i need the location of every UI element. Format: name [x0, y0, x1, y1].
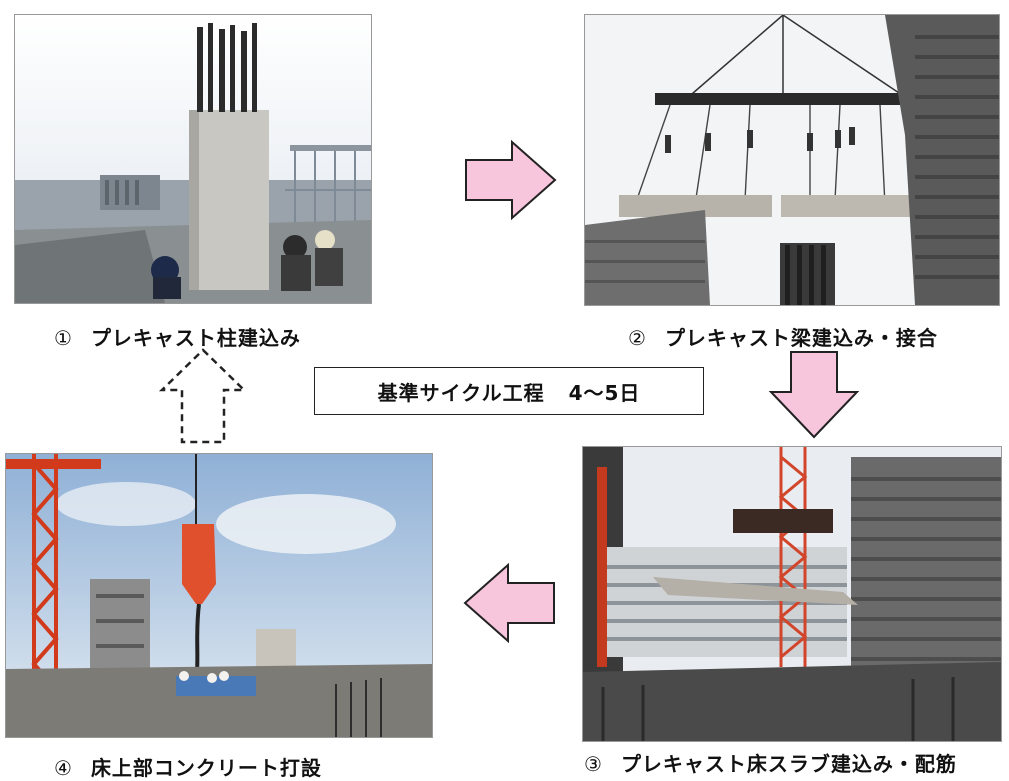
step-label: プレキャスト床スラブ建込み・配筋 [620, 752, 957, 776]
step-number: ② [628, 326, 647, 350]
arrow-up-dashed [158, 348, 248, 444]
arrow-down [768, 350, 860, 440]
arrow-left [462, 563, 556, 643]
photo-slab-erection [582, 446, 1002, 742]
cycle-label: 基準サイクル工程 [377, 380, 545, 405]
step-label: プレキャスト柱建込み [90, 326, 301, 350]
step-label: プレキャスト梁建込み・接合 [664, 326, 938, 350]
arrow-right [464, 140, 558, 220]
cycle-duration: 4～5日 [568, 380, 641, 405]
photo-beam-erection [584, 14, 1000, 306]
caption-step-1: ① プレキャスト柱建込み [54, 322, 301, 351]
photo-column-erection [14, 14, 372, 304]
photo-concrete-placement [5, 453, 433, 738]
step-label: 床上部コンクリート打設 [90, 756, 322, 780]
caption-step-2: ② プレキャスト梁建込み・接合 [628, 322, 938, 351]
cycle-duration-box: 基準サイクル工程 4～5日 [314, 367, 704, 415]
step-number: ① [54, 326, 73, 350]
step-number: ④ [54, 756, 73, 780]
step-number: ③ [584, 752, 603, 776]
caption-step-4: ④ 床上部コンクリート打設 [54, 752, 322, 781]
caption-step-3: ③ プレキャスト床スラブ建込み・配筋 [584, 748, 957, 777]
